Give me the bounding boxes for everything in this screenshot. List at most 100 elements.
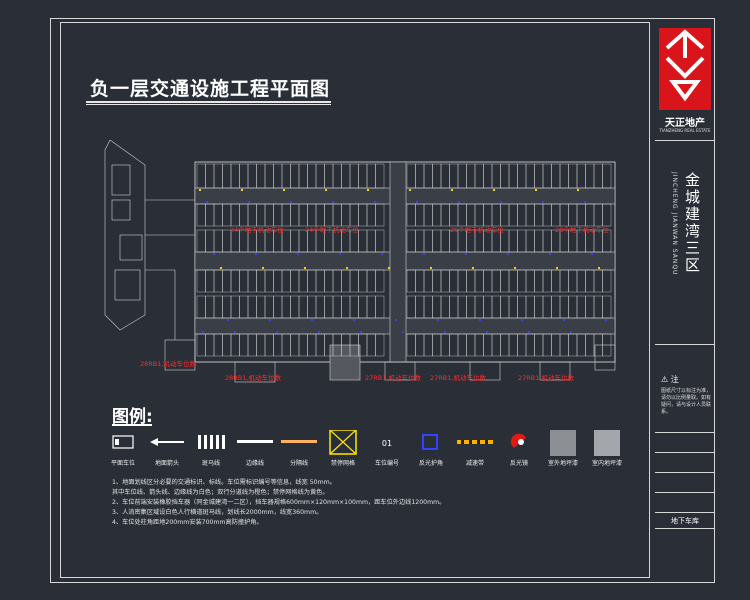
marker-dot bbox=[401, 330, 405, 334]
parking-stall bbox=[406, 163, 416, 189]
parking-stall bbox=[491, 333, 501, 357]
parking-stall bbox=[483, 163, 493, 189]
parking-stall bbox=[585, 295, 595, 319]
parking-stall bbox=[542, 229, 552, 253]
title-block-divider bbox=[655, 472, 715, 473]
outdoor-paint-icon bbox=[550, 430, 576, 456]
parking-stall bbox=[273, 295, 283, 319]
plan-area-label: 27RB1,机动车位数 bbox=[365, 373, 421, 382]
marker-dot bbox=[331, 200, 335, 204]
left-wing-room bbox=[111, 164, 131, 196]
parking-stall bbox=[602, 203, 612, 227]
parking-stall bbox=[247, 203, 257, 227]
parking-stall bbox=[341, 295, 351, 319]
parking-stall bbox=[366, 269, 376, 293]
parking-stall bbox=[534, 295, 544, 319]
marker-dot bbox=[478, 318, 482, 322]
title-block-divider bbox=[655, 452, 715, 453]
parking-stall bbox=[593, 203, 603, 227]
parking-stall bbox=[332, 163, 342, 189]
parking-stall bbox=[196, 333, 206, 357]
parking-stall bbox=[415, 295, 425, 319]
parking-stall bbox=[366, 163, 376, 189]
marker-dot bbox=[422, 252, 426, 256]
parking-stall bbox=[315, 269, 325, 293]
title-block-divider bbox=[655, 432, 715, 433]
parking-stall bbox=[466, 295, 476, 319]
parking-stall bbox=[230, 203, 240, 227]
parking-stall bbox=[449, 333, 459, 357]
plan-area-label: 28RB1,机动车位数 bbox=[140, 359, 196, 368]
parking-stall bbox=[602, 333, 612, 357]
parking-stall bbox=[542, 269, 552, 293]
parking-stall bbox=[273, 163, 283, 189]
marker-dot bbox=[583, 200, 587, 204]
marker-dot bbox=[527, 330, 531, 334]
parking-stall bbox=[500, 163, 510, 189]
parking-stall bbox=[222, 163, 232, 189]
parking-stall bbox=[315, 203, 325, 227]
parking-stall bbox=[517, 269, 527, 293]
sheet-label: 地下车库 bbox=[671, 517, 699, 525]
parking-stall bbox=[517, 333, 527, 357]
marker-dot bbox=[212, 252, 216, 256]
parking-stall bbox=[213, 203, 223, 227]
parking-stall bbox=[205, 229, 215, 253]
parking-stall bbox=[307, 163, 317, 189]
parking-stall bbox=[593, 295, 603, 319]
marker-dot bbox=[296, 252, 300, 256]
parking-stall bbox=[542, 295, 552, 319]
title-block-divider bbox=[655, 528, 715, 529]
parking-stall bbox=[593, 269, 603, 293]
title-underline-thin bbox=[86, 104, 331, 105]
parking-stall bbox=[483, 269, 493, 293]
parking-stall bbox=[457, 203, 467, 227]
legend-label: 分隔线 bbox=[289, 460, 308, 467]
parking-stall bbox=[298, 163, 308, 189]
legend-item-edge-line: 边缘线 bbox=[232, 430, 278, 475]
parking-stall bbox=[307, 333, 317, 357]
parking-stall bbox=[366, 333, 376, 357]
parking-stall bbox=[440, 163, 450, 189]
parking-stall bbox=[264, 295, 274, 319]
parking-stall bbox=[349, 295, 359, 319]
parking-stall bbox=[432, 229, 442, 253]
parking-stall bbox=[230, 269, 240, 293]
parking-stall bbox=[239, 163, 249, 189]
speed-bump-icon bbox=[457, 440, 493, 444]
parking-stall bbox=[375, 229, 385, 253]
parking-stall bbox=[281, 203, 291, 227]
marker-dot bbox=[282, 188, 286, 192]
parking-stall bbox=[196, 229, 206, 253]
parking-stall bbox=[375, 203, 385, 227]
parking-stall bbox=[358, 295, 368, 319]
parking-stall bbox=[375, 269, 385, 293]
plan-area-label: 28个地下机动车位 bbox=[450, 225, 504, 234]
marker-dot bbox=[597, 266, 601, 270]
parking-stall bbox=[568, 333, 578, 357]
parking-stall bbox=[415, 203, 425, 227]
parking-stall bbox=[491, 163, 501, 189]
parking-stall bbox=[525, 333, 535, 357]
legend-title: 图例: bbox=[112, 407, 153, 427]
parking-stall bbox=[213, 163, 223, 189]
parking-stall bbox=[196, 295, 206, 319]
parking-stall bbox=[247, 333, 257, 357]
parking-stall bbox=[256, 269, 266, 293]
parking-stall bbox=[256, 203, 266, 227]
company-name-en: TIANZHENG REAL ESTATE bbox=[659, 128, 711, 133]
parking-stall bbox=[324, 269, 334, 293]
left-wing-room bbox=[114, 269, 141, 301]
parking-stall bbox=[449, 163, 459, 189]
marker-dot bbox=[233, 330, 237, 334]
stair-core bbox=[234, 361, 276, 383]
stair-core bbox=[594, 344, 616, 371]
left-wing-room bbox=[111, 199, 131, 221]
parking-stall bbox=[517, 295, 527, 319]
parking-stall bbox=[559, 163, 569, 189]
parking-stall bbox=[358, 163, 368, 189]
parking-stall bbox=[525, 295, 535, 319]
parking-stall bbox=[205, 203, 215, 227]
parking-stall bbox=[290, 203, 300, 227]
parking-stall bbox=[281, 295, 291, 319]
